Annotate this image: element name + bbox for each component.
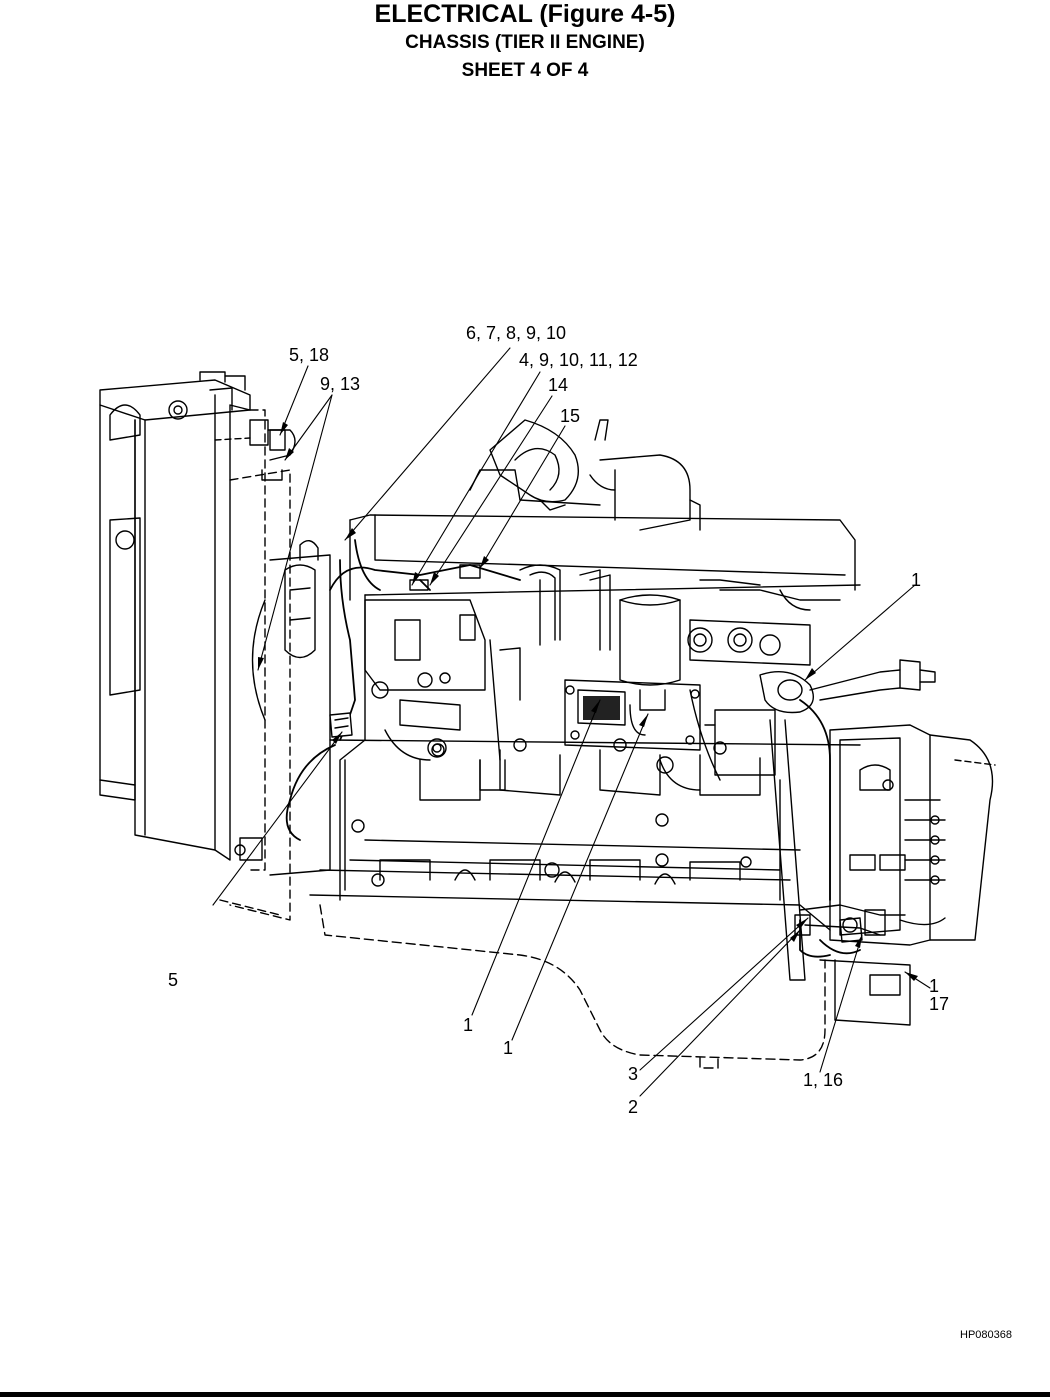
callout-14: 14 [548, 375, 569, 395]
leader-4-9-10-11-12 [411, 371, 541, 586]
leader-3 [639, 917, 809, 1071]
callout-15: 15 [560, 406, 581, 426]
title-block: ELECTRICAL (Figure 4-5) CHASSIS (TIER II… [0, 0, 1050, 85]
fuel-lines [489, 564, 841, 761]
leader-9-13-a [284, 394, 333, 461]
callout-4-9-10-11-12: 4, 9, 10, 11, 12 [519, 350, 638, 370]
callout-6-7-8-9-10: 6, 7, 8, 9, 10 [466, 323, 567, 343]
starter-hose [769, 719, 906, 981]
leader-2 [639, 929, 801, 1097]
callout-5-18: 5, 18 [289, 345, 330, 365]
figure-subtitle: CHASSIS (TIER II ENGINE) [405, 32, 645, 53]
callout-1-16: 1, 16 [803, 1070, 844, 1090]
callout-1-a: 1 [463, 1015, 474, 1035]
leader-14 [429, 395, 553, 586]
sheet-number: SHEET 4 OF 4 [461, 60, 589, 81]
leader-1-right [804, 584, 916, 681]
leader-lines [212, 347, 931, 1097]
leader-1-a [471, 699, 601, 1016]
leader-1-16 [819, 934, 863, 1073]
ecm-module [564, 679, 701, 751]
oil-pan [319, 904, 826, 1069]
valve-cover [374, 419, 846, 576]
callout-2: 2 [628, 1097, 639, 1117]
bottom-rule [0, 1392, 1050, 1397]
leader-9-13-b [257, 394, 333, 671]
radiator [99, 371, 251, 861]
alternator [656, 619, 936, 791]
callout-1-right: 1 [911, 570, 922, 590]
figure-title: ELECTRICAL (Figure 4-5) [374, 0, 676, 28]
flywheel-housing [819, 724, 996, 1026]
callout-9-13: 9, 13 [320, 374, 361, 394]
injection-pump [364, 599, 506, 791]
drawing-number: HP080368 [960, 1329, 1012, 1341]
callout-1-b: 1 [503, 1038, 514, 1058]
fan-shroud [219, 409, 331, 921]
leader-1-b [511, 713, 649, 1041]
arrowheads [258, 422, 918, 981]
fuel-filter [619, 594, 681, 736]
leader-5-lower [212, 731, 343, 906]
leader-6-7-8-9-10 [344, 347, 511, 541]
callout-3: 3 [628, 1064, 639, 1084]
callout-17: 17 [929, 994, 950, 1014]
callout-1-near-17: 1 [929, 976, 940, 996]
connectors [269, 429, 863, 943]
engine-block [309, 514, 861, 931]
leader-15 [479, 425, 566, 569]
callout-5-lower: 5 [168, 970, 179, 990]
